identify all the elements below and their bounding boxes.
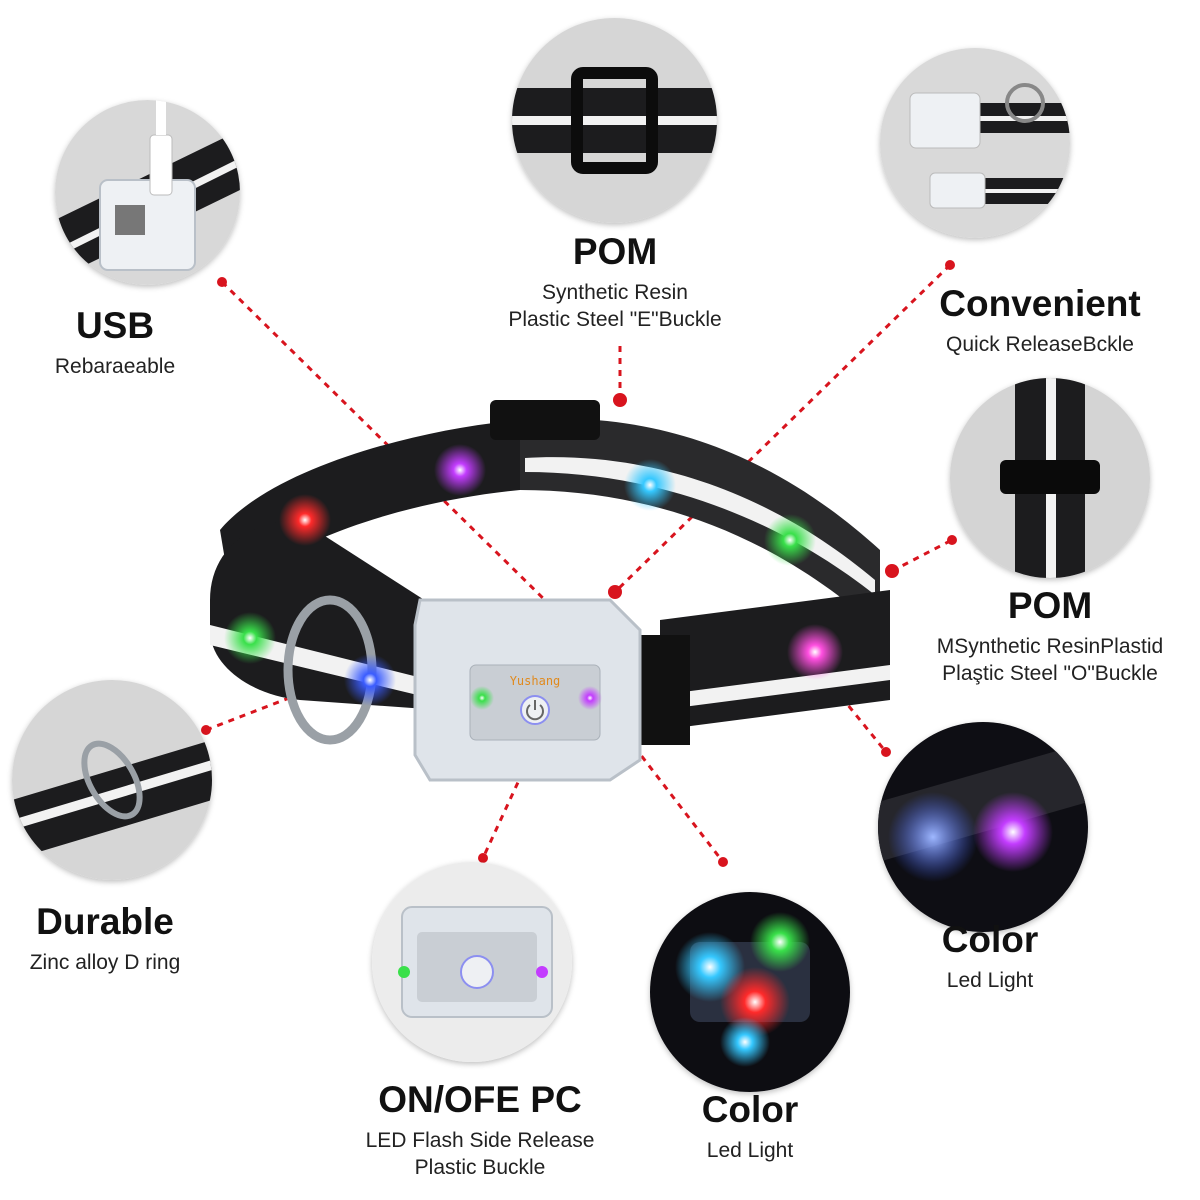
- feature-usb: USB Rebaraeable: [40, 305, 190, 380]
- feature-color-bottom-line-1: Led Light: [706, 1138, 794, 1162]
- feature-durable: Durable Zinc alloy D ring: [0, 901, 210, 976]
- feature-on-off-title: ON/OFE PC: [378, 1079, 582, 1120]
- feature-pom-o-buckle: POM MSynthetic ResinPlastid Plaştic Stee…: [910, 585, 1190, 687]
- led-collar: Yushang: [210, 400, 890, 782]
- feature-pom-o-buckle-line-1: MSynthetic ResinPlastid: [936, 634, 1164, 658]
- feature-color-right: Color Led Light: [890, 919, 1090, 994]
- feature-pom-e-buckle-line-2: Plastic Steel "E"Buckle: [508, 307, 722, 331]
- feature-color-bottom-title: Color: [701, 1089, 799, 1130]
- feature-usb-line-1: Rebaraeable: [54, 354, 176, 378]
- feature-durable-title: Durable: [36, 901, 174, 942]
- feature-color-right-title: Color: [941, 919, 1039, 960]
- feature-pom-e-buckle-title: POM: [572, 231, 658, 272]
- d-ring-detail-image: [12, 680, 212, 880]
- feature-usb-title: USB: [75, 305, 155, 346]
- feature-pom-o-buckle-title: POM: [1007, 585, 1093, 626]
- feature-color-bottom: Color Led Light: [650, 1089, 850, 1164]
- feature-convenient-title: Convenient: [939, 283, 1141, 324]
- feature-pom-e-buckle-line-1: Synthetic Resin: [542, 280, 688, 304]
- power-switch-detail-image: [372, 862, 572, 1062]
- feature-color-right-line-1: Led Light: [946, 968, 1034, 992]
- color-led-glow-image: [878, 722, 1088, 932]
- multicolor-buckle-glow-image: [650, 892, 850, 1092]
- feature-on-off-line-1: LED Flash Side Release: [365, 1128, 595, 1152]
- feature-pom-o-buckle-line-2: Plaştic Steel "O"Buckle: [942, 661, 1158, 685]
- quick-release-buckle-image: [880, 48, 1070, 238]
- e-buckle-slider-image: [512, 18, 717, 223]
- feature-durable-line-1: Zinc alloy D ring: [29, 950, 181, 974]
- feature-pom-e-buckle: POM Synthetic Resin Plastic Steel "E"Buc…: [465, 231, 765, 333]
- feature-on-off-line-2: Plastic Buckle: [414, 1155, 546, 1179]
- o-buckle-keeper-image: [950, 378, 1150, 578]
- buckle-brand-mark: Yushang: [510, 674, 561, 688]
- feature-convenient-line-1: Quick ReleaseBckle: [946, 332, 1134, 356]
- usb-port-detail-image: [55, 100, 240, 285]
- feature-convenient: Convenient Quick ReleaseBckle: [915, 283, 1165, 358]
- feature-on-off: ON/OFE PC LED Flash Side Release Plastic…: [330, 1079, 630, 1181]
